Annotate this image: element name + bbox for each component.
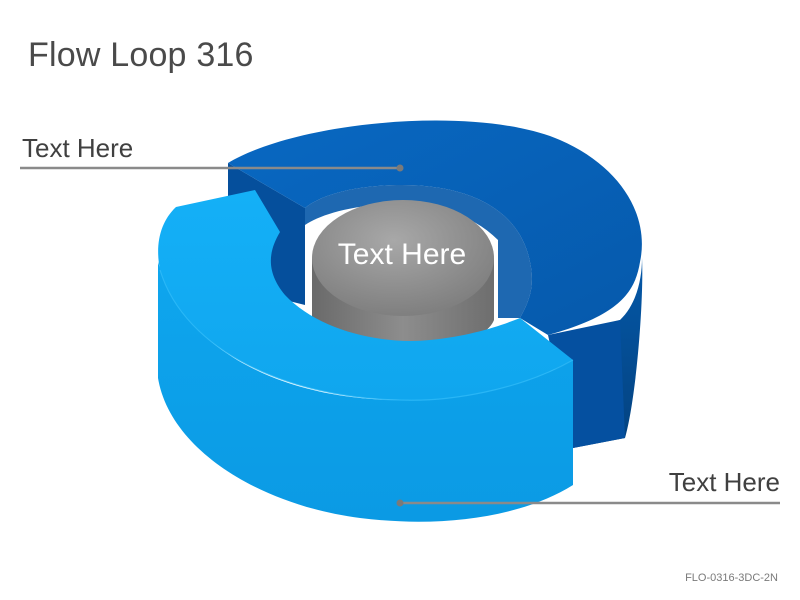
bottom-segment-label: Text Here bbox=[668, 467, 780, 497]
light-segment-top-face bbox=[158, 190, 574, 401]
callout-top bbox=[20, 164, 404, 172]
light-blue-segment bbox=[158, 190, 574, 522]
top-segment-label: Text Here bbox=[22, 133, 134, 163]
slide-title: Flow Loop 316 bbox=[28, 36, 254, 74]
dark-segment-top-face bbox=[228, 120, 642, 336]
dark-segment-inner-rim bbox=[305, 185, 532, 318]
callout-bottom-dot bbox=[396, 499, 404, 507]
light-segment-edge-highlight bbox=[159, 269, 574, 401]
cylinder-top bbox=[312, 200, 494, 316]
center-cylinder bbox=[312, 200, 494, 350]
callout-top-dot bbox=[396, 164, 404, 172]
light-segment-outer-wall bbox=[158, 262, 573, 522]
callout-bottom bbox=[396, 499, 780, 507]
center-label: Text Here bbox=[337, 238, 467, 271]
footer-code: FLO-0316-3DC-2N bbox=[685, 572, 778, 584]
